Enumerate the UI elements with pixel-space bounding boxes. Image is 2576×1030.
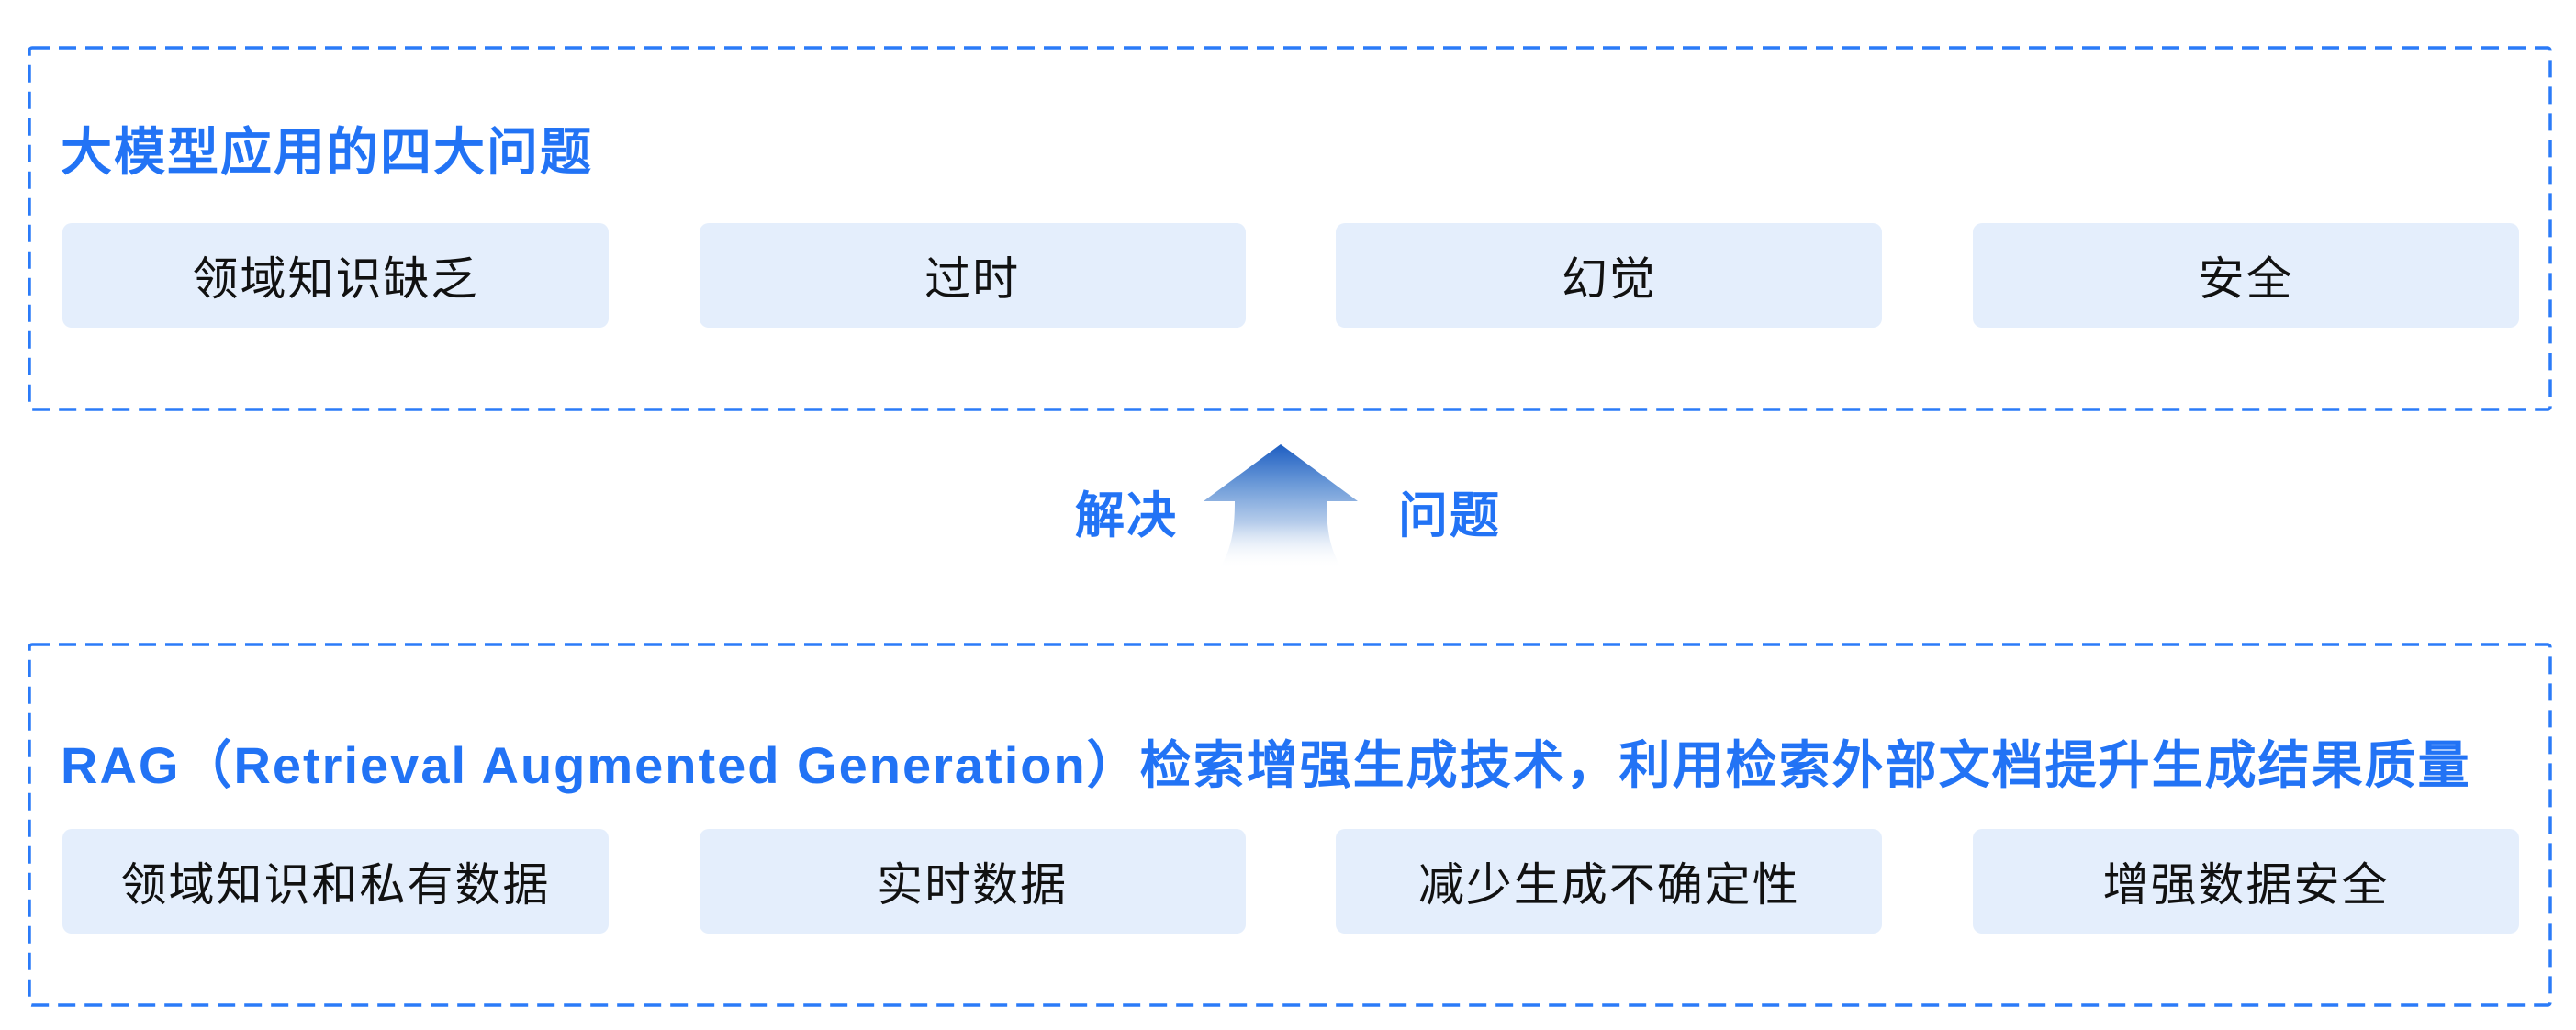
solution-chip: 增强数据安全	[1972, 829, 2519, 934]
problem-chip: 幻觉	[1336, 223, 1883, 328]
problem-chip-label: 过时	[924, 253, 1021, 305]
connector-right-label: 问题	[1398, 487, 1501, 543]
solution-chip-label: 减少生成不确定性	[1417, 859, 1800, 911]
problem-chip-row: 领域知识缺乏 过时 幻觉 安全	[62, 223, 2519, 328]
solution-chip-label: 增强数据安全	[2102, 859, 2390, 911]
solution-chip-label: 实时数据	[877, 859, 1069, 911]
problem-section-title: 大模型应用的四大问题	[61, 123, 593, 182]
solution-section-title: RAG（Retrieval Augmented Generation）检索增强生…	[61, 736, 2471, 795]
up-arrow-icon	[1204, 444, 1358, 584]
dashed-border	[28, 643, 2552, 1007]
problem-chip: 领域知识缺乏	[62, 223, 609, 328]
solution-chip: 实时数据	[699, 829, 1246, 934]
problem-chip-label: 领域知识缺乏	[192, 253, 479, 305]
problem-chip: 过时	[699, 223, 1246, 328]
solution-chip: 领域知识和私有数据	[62, 829, 609, 934]
problem-section: 大模型应用的四大问题 领域知识缺乏 过时 幻觉 安全	[28, 46, 2552, 411]
solution-chip-label: 领域知识和私有数据	[120, 859, 551, 911]
problem-chip-label: 安全	[2198, 253, 2294, 305]
connector-left-label: 解决	[1075, 487, 1178, 543]
connector: 解决 问题	[0, 444, 2576, 584]
problem-chip-label: 幻觉	[1561, 253, 1657, 305]
solution-section: RAG（Retrieval Augmented Generation）检索增强生…	[28, 643, 2552, 1007]
problem-chip: 安全	[1972, 223, 2519, 328]
solution-chip-row: 领域知识和私有数据 实时数据 减少生成不确定性 增强数据安全	[62, 829, 2519, 934]
solution-chip: 减少生成不确定性	[1336, 829, 1883, 934]
